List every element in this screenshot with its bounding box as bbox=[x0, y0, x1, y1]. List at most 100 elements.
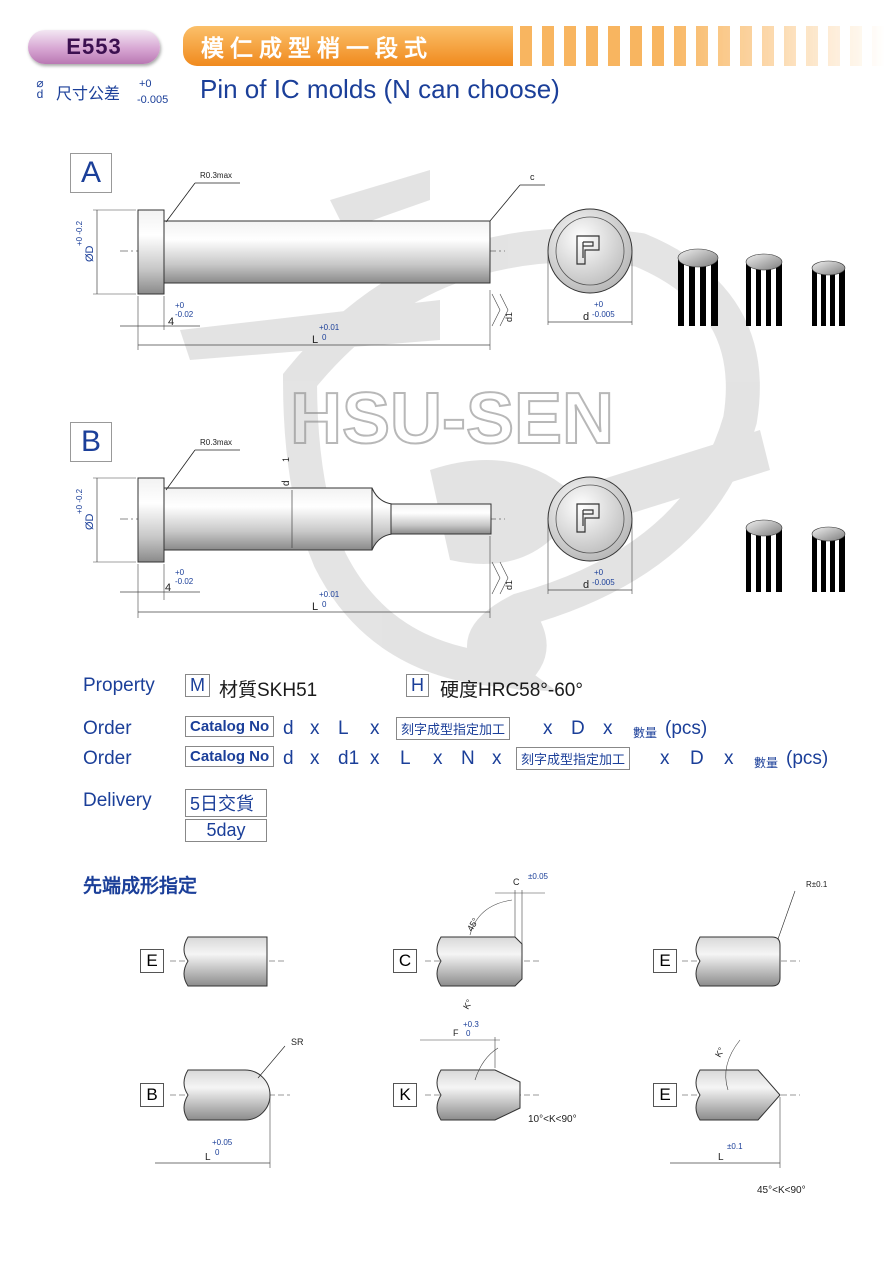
a-end-tol-lo: -0.005 bbox=[592, 310, 615, 319]
tip-c-k: K° bbox=[461, 997, 475, 1011]
tip-b-l-tol-lo: 0 bbox=[215, 1148, 220, 1157]
b-step-1: 1 bbox=[281, 457, 291, 462]
material-key: M bbox=[185, 674, 210, 697]
b-dia-D-tol: +0 -0.2 bbox=[75, 488, 84, 514]
tip-c-angle: 45° bbox=[465, 916, 481, 933]
tip-b: SR L +0.05 0 bbox=[155, 1037, 304, 1168]
a-length-tol-lo: 0 bbox=[322, 333, 327, 342]
product-code-badge: E553 bbox=[28, 30, 160, 64]
b-end-tol-up: +0 bbox=[594, 568, 604, 577]
tip-c-c-tol: ±0.05 bbox=[528, 872, 549, 881]
tip-b-l: L bbox=[205, 1152, 211, 1163]
a-head-tol-lo: -0.02 bbox=[175, 310, 194, 319]
product-title-bar: 模仁成型梢一段式 bbox=[183, 26, 513, 66]
tip-k-f: F bbox=[453, 1028, 459, 1038]
order2-x2: x bbox=[370, 748, 380, 769]
tip-k-f-tol-up: +0.3 bbox=[463, 1020, 479, 1029]
b-radius-label: R0.3max bbox=[200, 438, 232, 447]
order2-x3: x bbox=[433, 748, 443, 769]
order2-catalog: Catalog No bbox=[185, 746, 275, 767]
tolerance-symbol: ⌀d bbox=[36, 76, 44, 101]
drawing-b: R0.3max d 1 ØD +0 -0.2 4 +0 -0.02 L +0.0… bbox=[75, 438, 633, 618]
tip-k-label: K bbox=[393, 1083, 417, 1107]
tip-c-label: C bbox=[393, 949, 417, 973]
order2-seq-b: d1 bbox=[338, 748, 360, 769]
order1-x2: x bbox=[370, 718, 380, 739]
tip-c-c: C bbox=[513, 877, 520, 887]
tip-e2: R±0.1 bbox=[682, 880, 828, 987]
order2-x6: x bbox=[724, 748, 734, 769]
tip-e3-label: E bbox=[653, 1083, 677, 1107]
order1-catalog: Catalog No bbox=[185, 716, 275, 737]
order2-engrave: 刻字成型指定加工 bbox=[516, 747, 631, 770]
tolerance-lower: -0.005 bbox=[137, 94, 169, 106]
drawing-b-label: B bbox=[70, 422, 112, 462]
tip-e1 bbox=[170, 936, 285, 987]
delivery-days-zh: 5日交貨 bbox=[185, 789, 267, 817]
a-d1-label: d1 bbox=[504, 312, 514, 322]
b-length-tol-up: +0.01 bbox=[319, 590, 340, 599]
order1-seq-a: d bbox=[283, 718, 294, 739]
tip-e3-l: L bbox=[718, 1152, 724, 1163]
hardness-value: 硬度HRC58°-60° bbox=[440, 680, 583, 701]
order1-x3: x bbox=[543, 718, 553, 739]
tip-e2-r: R±0.1 bbox=[806, 880, 828, 889]
tip-e1-label: E bbox=[140, 949, 164, 973]
a-end-dia: d bbox=[583, 311, 589, 323]
order2-x1: x bbox=[310, 748, 320, 769]
order1-engrave: 刻字成型指定加工 bbox=[396, 717, 511, 740]
tip-b-l-tol-up: +0.05 bbox=[212, 1138, 233, 1147]
order1-seq-b: L bbox=[338, 718, 349, 739]
b-dia-D: ØD bbox=[84, 513, 96, 530]
tolerance-upper: +0 bbox=[139, 78, 152, 90]
tip-b-sr: SR bbox=[291, 1037, 304, 1047]
order2-x5: x bbox=[660, 748, 670, 769]
drawing-a-label: A bbox=[70, 153, 112, 193]
a-head-tol-up: +0 bbox=[175, 301, 185, 310]
tip-c: C ±0.05 45° K° bbox=[425, 872, 549, 1011]
order2-label: Order bbox=[83, 748, 132, 769]
a-end-tol-up: +0 bbox=[594, 300, 604, 309]
tip-b-label: B bbox=[140, 1083, 164, 1107]
tip-e3-l-tol: ±0.1 bbox=[727, 1142, 743, 1151]
tip-k-range: 10°<K<90° bbox=[528, 1114, 577, 1125]
a-length-label: L bbox=[312, 334, 318, 346]
tolerance-label: 尺寸公差 bbox=[56, 86, 121, 103]
product-subtitle: Pin of IC molds (N can choose) bbox=[200, 74, 560, 104]
delivery-label: Delivery bbox=[83, 790, 152, 811]
b-d1-label: d1 bbox=[504, 580, 514, 590]
a-dia-D-tol: +0 -0.2 bbox=[75, 220, 84, 246]
delivery-days-en: 5day bbox=[185, 819, 267, 842]
a-dia-D: ØD bbox=[84, 245, 96, 262]
tip-e3-k: K° bbox=[713, 1045, 727, 1059]
drawing-a: R0.3max c ØD +0 -0.2 4 +0 -0.02 L +0.01 … bbox=[75, 171, 633, 350]
b-end-tol-lo: -0.005 bbox=[592, 578, 615, 587]
order2-seq-a: d bbox=[283, 748, 294, 769]
order2-qty: 數量 bbox=[754, 756, 779, 770]
order2-seq-e: D bbox=[690, 748, 704, 769]
a-length-tol-up: +0.01 bbox=[319, 323, 340, 332]
a-chamfer-label: c bbox=[530, 172, 535, 182]
tip-k: F +0.3 0 10°<K<90° bbox=[420, 1020, 577, 1125]
tip-e2-label: E bbox=[653, 949, 677, 973]
order2-seq-c: L bbox=[400, 748, 411, 769]
material-value: 材質SKH51 bbox=[219, 680, 318, 701]
order1-label: Order bbox=[83, 718, 132, 739]
order2-x4: x bbox=[492, 748, 502, 769]
order1-qty: 數量 bbox=[633, 726, 658, 740]
b-step-d: d bbox=[281, 480, 292, 486]
b-length-tol-lo: 0 bbox=[322, 600, 327, 609]
b-head-tol-up: +0 bbox=[175, 568, 185, 577]
pin-samples-b bbox=[745, 519, 846, 592]
order1-pcs: (pcs) bbox=[665, 718, 708, 739]
b-head-label: 4 bbox=[165, 582, 171, 594]
a-radius-label: R0.3max bbox=[200, 171, 232, 180]
product-title: 模仁成型梢一段式 bbox=[201, 35, 433, 61]
hardness-key: H bbox=[406, 674, 429, 697]
a-head-label: 4 bbox=[168, 316, 174, 328]
b-end-dia: d bbox=[583, 579, 589, 591]
watermark-text: HSU-SEN bbox=[290, 379, 614, 459]
order1-seq-c: D bbox=[571, 718, 585, 739]
order1-x1: x bbox=[310, 718, 320, 739]
